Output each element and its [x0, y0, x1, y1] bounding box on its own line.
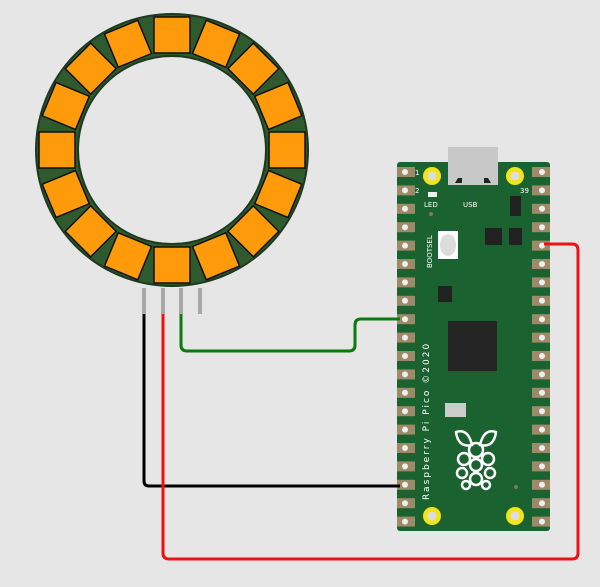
- led-pixel: [41, 169, 91, 219]
- pin-right[interactable]: [532, 314, 550, 325]
- led-pixel: [153, 246, 191, 284]
- led-pixel: [38, 131, 76, 169]
- led-indicator: [428, 192, 437, 197]
- pin-2-label: 2: [415, 187, 419, 195]
- wire-ground[interactable]: [142, 314, 400, 488]
- pin-left[interactable]: [397, 332, 415, 343]
- pin-left[interactable]: [397, 314, 415, 325]
- pin-right[interactable]: [532, 240, 550, 251]
- usb-connector[interactable]: [448, 147, 498, 185]
- pin-left[interactable]: [397, 295, 415, 306]
- pin-right[interactable]: [532, 222, 550, 233]
- led-pixel: [153, 16, 191, 54]
- pin-right[interactable]: [532, 277, 550, 288]
- raspberry-logo-icon: [454, 430, 498, 491]
- pin-left[interactable]: [397, 387, 415, 398]
- chip-small: [509, 228, 522, 245]
- pin-left[interactable]: [397, 351, 415, 361]
- pin-left[interactable]: [397, 167, 415, 177]
- pin-right[interactable]: [532, 387, 550, 398]
- pin-left[interactable]: [397, 369, 415, 380]
- led-pixel: [253, 81, 303, 131]
- usb-port-icon: [455, 178, 491, 183]
- ring-hole: [77, 55, 267, 245]
- pin-39-label: 39: [520, 187, 529, 195]
- pin-right[interactable]: [532, 332, 550, 343]
- pin-right[interactable]: [532, 167, 550, 177]
- pin-right[interactable]: [532, 461, 550, 472]
- pin-right[interactable]: [532, 203, 550, 214]
- led-label: LED: [424, 201, 438, 209]
- pin-left[interactable]: [397, 406, 415, 417]
- pin-din: [198, 288, 202, 314]
- wire-power[interactable]: [161, 242, 580, 561]
- bootsel-label: BOOTSEL: [426, 235, 434, 268]
- pin-left[interactable]: [397, 479, 415, 490]
- pin-dout: [142, 288, 146, 314]
- led-pixel: [103, 231, 153, 281]
- pin-right[interactable]: [532, 351, 550, 361]
- pin-right[interactable]: [532, 516, 550, 527]
- led-pixel: [191, 19, 241, 69]
- pin-left[interactable]: [397, 259, 415, 269]
- chip-small: [438, 286, 452, 302]
- led-pixel: [226, 204, 280, 258]
- pin-right[interactable]: [532, 406, 550, 417]
- pin-right[interactable]: [532, 498, 550, 509]
- pin-left[interactable]: [397, 240, 415, 251]
- ring-pins: [142, 288, 202, 314]
- led-pixel: [103, 19, 153, 69]
- pin-right[interactable]: [532, 443, 550, 453]
- pin-left[interactable]: [397, 443, 415, 453]
- pin-1-label: 1: [415, 169, 419, 177]
- led-pixel: [41, 81, 91, 131]
- led-pixel: [268, 131, 306, 169]
- pin-vcc: [161, 288, 165, 314]
- chip-small: [510, 196, 521, 216]
- pin-left[interactable]: [397, 498, 415, 509]
- pin-left[interactable]: [397, 203, 415, 214]
- pin-left[interactable]: [397, 222, 415, 233]
- led-pixel: [191, 231, 241, 281]
- pin-right[interactable]: [532, 479, 550, 490]
- brand-text: Raspberry Pi Pico ©2020: [422, 342, 432, 500]
- pin-right[interactable]: [532, 369, 550, 380]
- pin-left[interactable]: [397, 424, 415, 435]
- raspberry-pi-pico[interactable]: 1 2 39 LED USB BOOTSEL Raspberry Pi Pico…: [397, 147, 550, 531]
- rp2040-chip: [448, 321, 497, 371]
- led-pixel: [64, 42, 118, 96]
- pin-left[interactable]: [397, 461, 415, 472]
- wire-data[interactable]: [179, 314, 400, 353]
- pin-right[interactable]: [532, 424, 550, 435]
- pin-right[interactable]: [532, 295, 550, 306]
- pin-gnd: [179, 288, 183, 314]
- led-pixel: [253, 169, 303, 219]
- crystal: [445, 403, 466, 417]
- chip-small: [485, 228, 502, 245]
- led-pixel: [226, 42, 280, 96]
- led-pixel: [64, 204, 118, 258]
- neopixel-ring[interactable]: [35, 13, 309, 287]
- pin-right[interactable]: [532, 259, 550, 269]
- pin-left[interactable]: [397, 185, 415, 196]
- pin-right[interactable]: [532, 185, 550, 196]
- pin-left[interactable]: [397, 516, 415, 527]
- usb-label: USB: [463, 201, 478, 209]
- pin-left[interactable]: [397, 277, 415, 288]
